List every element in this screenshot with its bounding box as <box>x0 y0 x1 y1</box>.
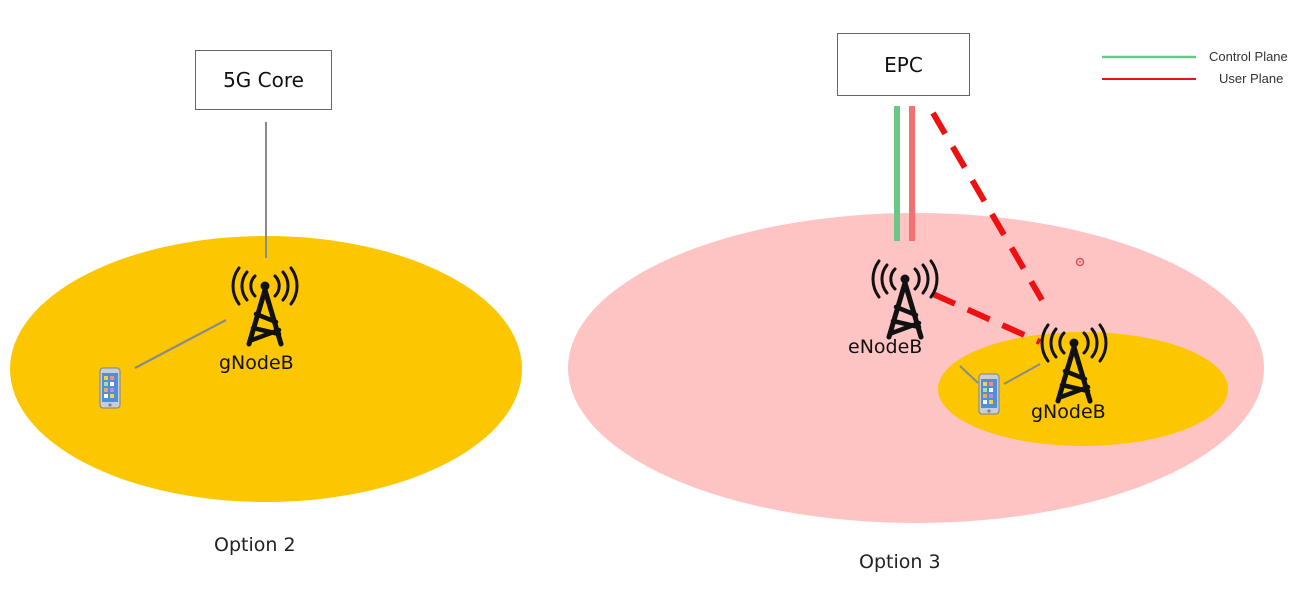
option3-ue-link-gnb <box>1003 363 1041 385</box>
gnodeb-label-option3: gNodeB <box>1031 401 1106 423</box>
gnodeb-label: gNodeB <box>219 352 294 374</box>
option2-5g-coverage <box>10 236 522 502</box>
option3-ue-link-enb <box>959 365 979 384</box>
core-box-epc: EPC <box>837 33 970 96</box>
core-label-epc: EPC <box>884 52 923 77</box>
option2-ue-link <box>134 319 227 369</box>
user-plane-dashed-enb-gnb <box>931 291 1042 345</box>
cursor-dot <box>1075 257 1085 267</box>
option2-caption: Option 2 <box>214 534 296 556</box>
core-label-5g: 5G Core <box>223 68 304 92</box>
core-box-5g: 5G Core <box>195 50 332 110</box>
smartphone-icon <box>978 373 1000 415</box>
smartphone-icon <box>99 367 121 409</box>
option3-caption: Option 3 <box>859 551 941 573</box>
legend-control-plane-label: Control Plane <box>1209 49 1288 64</box>
legend-user-plane-label: User Plane <box>1219 71 1284 86</box>
enodeb-label: eNodeB <box>848 336 923 358</box>
